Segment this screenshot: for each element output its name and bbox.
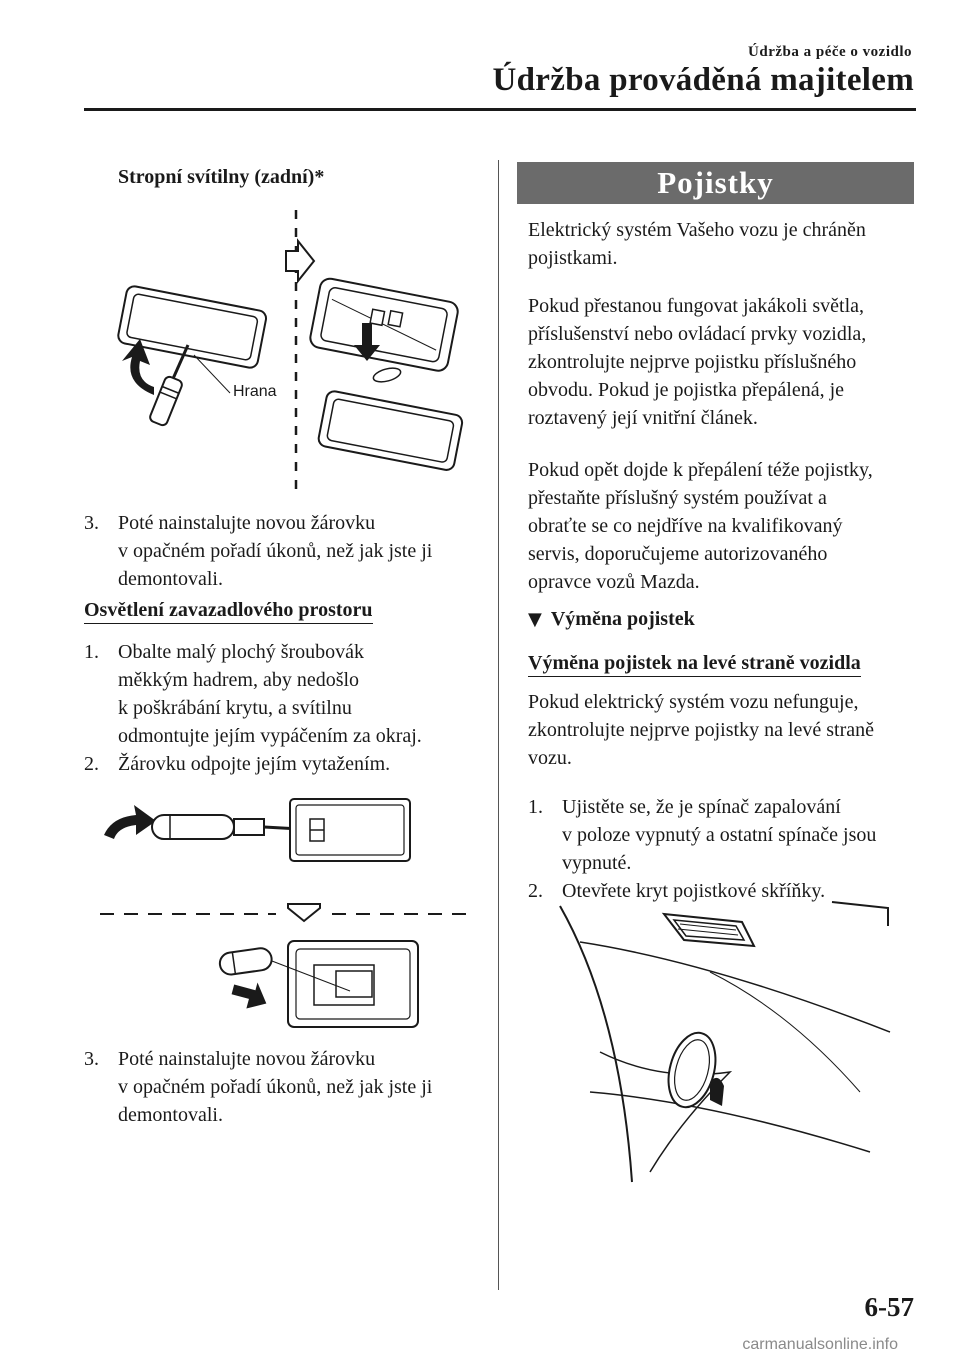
step-line: Obalte malý plochý šroubovák [118, 641, 365, 663]
step-number: 3. [84, 1048, 99, 1070]
section-title-trunk-light: Osvětlení zavazadlového prostoru [84, 596, 373, 624]
text-line: přestaňte příslušný systém používat a [528, 487, 827, 509]
text-line: příslušenství nebo ovládací prvky vozidl… [528, 323, 867, 345]
step-number: 2. [84, 753, 99, 775]
step-number: 2. [528, 880, 543, 902]
chapter-title: Údržba a péče o vozidlo [748, 44, 912, 60]
right-step-2: 2. Otevřete kryt pojistkové skříňky. [528, 877, 825, 905]
header-rule [84, 108, 916, 111]
text-line: pojistkami. [528, 247, 618, 269]
step-3b: 3. Poté nainstalujte novou žárovku v opa… [84, 1045, 432, 1129]
step-number: 3. [84, 512, 99, 534]
step-line: Poté nainstalujte novou žárovku [118, 512, 376, 534]
subheading-rear-lamps: Stropní svítilny (zadní)* [118, 166, 325, 188]
triangle-down-icon: ▼ [528, 609, 542, 630]
page-title: Údržba prováděná majitelem [492, 62, 914, 98]
text-line: Pokud přestanou fungovat jakákoli světla… [528, 295, 865, 317]
paragraph-1: Elektrický systém Vašeho vozu je chráněn… [528, 216, 866, 272]
step-2: 2. Žárovku odpojte jejím vytažením. [84, 750, 390, 778]
step-line: demontovali. [118, 1104, 223, 1126]
step-line: v opačném pořadí úkonů, než jak jste ji [118, 1076, 433, 1098]
paragraph-2: Pokud přestanou fungovat jakákoli světla… [528, 292, 866, 432]
figure-fuse-box-cover [559, 901, 891, 1183]
text-line: obvodu. Pokud je pojistka přepálená, je [528, 379, 845, 401]
text-line: opravce vozů Mazda. [528, 571, 700, 593]
step-line: v poloze vypnutý a ostatní spínače jsou [562, 824, 877, 846]
figure-label-edge: Hrana [233, 383, 277, 400]
figure-ceiling-lamp [117, 210, 464, 497]
column-divider [498, 160, 499, 1290]
page-number: 6-57 [864, 1292, 915, 1322]
text-line: roztavený její vnitřní článek. [528, 407, 758, 429]
step-line: Žárovku odpojte jejím vytažením. [118, 753, 391, 775]
paragraph-3: Pokud opět dojde k přepálení téže pojist… [528, 456, 873, 596]
step-line: v opačném pořadí úkonů, než jak jste ji [118, 540, 433, 562]
step-number: 1. [84, 641, 99, 663]
step-line: vypnuté. [562, 852, 632, 874]
step-line: Ujistěte se, že je spínač zapalování [562, 796, 841, 818]
text-line: obraťte se co nejdříve na kvalifikovaný [528, 515, 843, 537]
figure-trunk-light [100, 798, 476, 1028]
text-line: Pokud opět dojde k přepálení téže pojist… [528, 459, 873, 481]
step-line: demontovali. [118, 568, 223, 590]
section-title-fuses: Pojistky [517, 162, 914, 204]
step-1: 1. Obalte malý plochý šroubovák měkkým h… [84, 638, 422, 750]
footer-watermark: carmanualsonline.info [742, 1336, 898, 1353]
text-line: vozu. [528, 747, 572, 769]
step-line: Otevřete kryt pojistkové skříňky. [562, 880, 826, 902]
step-line: odmontujte jejím vypáčením za okraj. [118, 725, 422, 747]
step-line: k poškrábání krytu, a svítilnu [118, 697, 352, 719]
subsubsection-title: Výměna pojistek na levé straně vozidla [528, 649, 861, 677]
subsection-title: ▼ Výměna pojistek [528, 608, 695, 630]
step-3a: 3. Poté nainstalujte novou žárovku v opa… [84, 509, 432, 593]
step-line: Poté nainstalujte novou žárovku [118, 1048, 376, 1070]
paragraph-4: Pokud elektrický systém vozu nefunguje, … [528, 688, 874, 772]
text-line: servis, doporučujeme autorizovaného [528, 543, 828, 565]
text-line: zkontrolujte nejprve pojistku příslušnéh… [528, 351, 857, 373]
text-line: Elektrický systém Vašeho vozu je chráněn [528, 219, 866, 241]
step-number: 1. [528, 796, 543, 818]
right-step-1: 1. Ujistěte se, že je spínač zapalování … [528, 793, 876, 877]
text-line: Pokud elektrický systém vozu nefunguje, [528, 691, 859, 713]
text-line: zkontrolujte nejprve pojistky na levé st… [528, 719, 875, 741]
step-line: měkkým hadrem, aby nedošlo [118, 669, 360, 691]
